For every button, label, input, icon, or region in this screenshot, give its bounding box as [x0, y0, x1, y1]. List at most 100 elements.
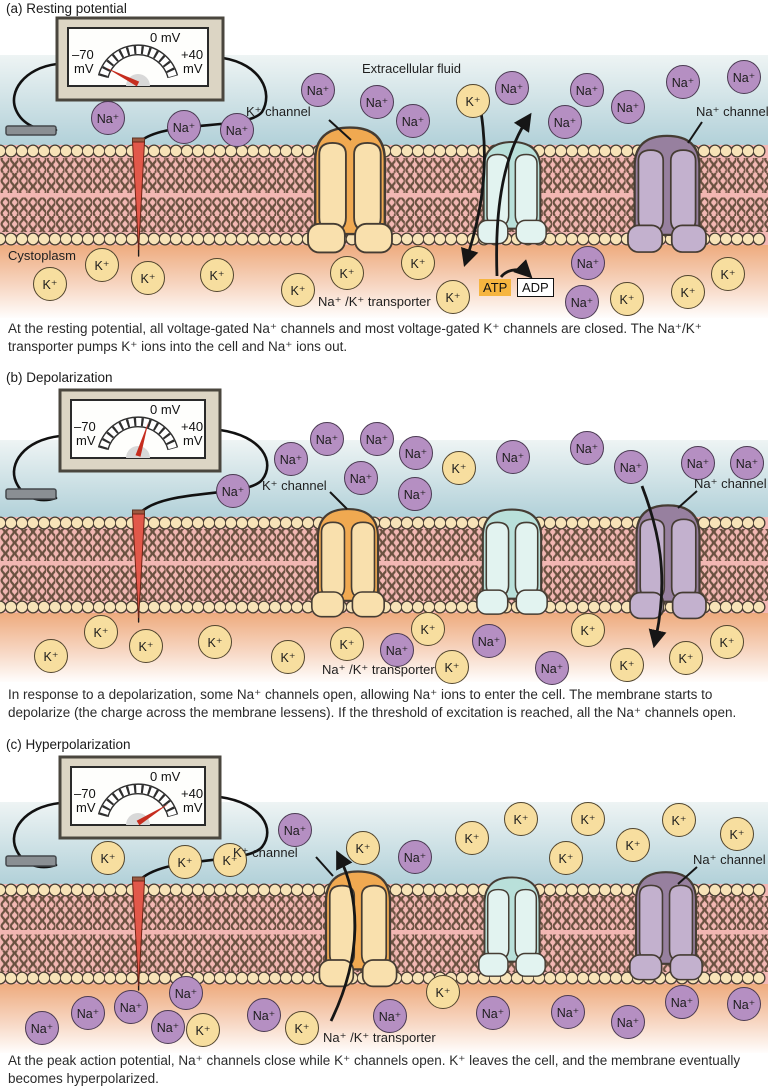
- sodium-channel-b: [628, 504, 708, 620]
- sodium-ion: Na⁺: [380, 633, 414, 667]
- potassium-ion: K⁺: [426, 975, 460, 1009]
- meter-b-neg-unit: mV: [76, 433, 96, 448]
- sodium-ion: Na⁺: [614, 450, 648, 484]
- sodium-out-arrow-a: [495, 112, 532, 277]
- cytoplasm-label: Cystoplasm: [8, 248, 76, 263]
- potassium-channel-b: [310, 507, 386, 618]
- na-channel-label-c: Na⁺ channel: [693, 852, 766, 867]
- potassium-ion: K⁺: [401, 246, 435, 280]
- potassium-ion: K⁺: [442, 451, 476, 485]
- potassium-ion: K⁺: [198, 625, 232, 659]
- potassium-out-arrow-c: [329, 850, 357, 1022]
- transporter-label-c: Na⁺ /K⁺ transporter: [323, 1030, 436, 1045]
- meter-c-neg-unit: mV: [76, 800, 96, 815]
- sodium-ion: Na⁺: [310, 422, 344, 456]
- potassium-ion: K⁺: [456, 84, 490, 118]
- sodium-ion: Na⁺: [548, 105, 582, 139]
- voltmeter-c: [58, 755, 222, 840]
- meter-needle-c: [136, 803, 169, 826]
- adp-label: ADP: [517, 278, 554, 297]
- sodium-ion: Na⁺: [727, 987, 761, 1021]
- meter-c-zero-label: 0 mV: [150, 769, 181, 784]
- meter-a-neg-label: –70: [72, 47, 94, 62]
- voltmeter-a: [55, 16, 225, 102]
- potassium-ion: K⁺: [436, 280, 470, 314]
- voltmeter-b: [58, 388, 222, 473]
- potassium-ion: K⁺: [411, 612, 445, 646]
- potassium-in-arrow-a: [461, 111, 486, 268]
- panel-c-caption: At the peak action potential, Na⁺ channe…: [8, 1053, 741, 1086]
- sodium-ion: Na⁺: [730, 446, 764, 480]
- panel-b-title: (b) Depolarization: [6, 370, 113, 385]
- sodium-ion: Na⁺: [247, 998, 281, 1032]
- sodium-ion: Na⁺: [114, 990, 148, 1024]
- k-channel-pointer-b: [329, 491, 348, 510]
- sodium-potassium-transporter-c: [477, 876, 547, 978]
- potassium-ion: K⁺: [285, 1011, 319, 1045]
- panel-a-title: (a) Resting potential: [6, 1, 127, 16]
- atp-label: ATP: [479, 279, 512, 296]
- microelectrode-a: [131, 141, 146, 251]
- reference-electrode-b: [5, 488, 57, 500]
- potassium-ion: K⁺: [669, 641, 703, 675]
- potassium-ion: K⁺: [85, 248, 119, 282]
- meter-c-pos-unit: mV: [183, 800, 203, 815]
- potassium-ion: K⁺: [186, 1013, 220, 1047]
- potassium-ion: K⁺: [610, 282, 644, 316]
- potassium-ion: K⁺: [330, 627, 364, 661]
- meter-c-pos-label: +40: [181, 786, 204, 801]
- sodium-ion: Na⁺: [496, 440, 530, 474]
- sodium-ion: Na⁺: [472, 624, 506, 658]
- na-channel-pointer-a: [687, 121, 703, 144]
- panel-c-title: (c) Hyperpolarization: [6, 737, 131, 752]
- potassium-ion: K⁺: [720, 817, 754, 851]
- sodium-ion: Na⁺: [611, 90, 645, 124]
- potassium-ion: K⁺: [91, 841, 125, 875]
- sodium-ion: Na⁺: [301, 73, 335, 107]
- na-channel-label-a: Na⁺ channel: [696, 104, 768, 119]
- potassium-ion: K⁺: [435, 650, 469, 684]
- sodium-in-arrow-b: [640, 485, 667, 649]
- meter-b-pos-unit: mV: [183, 433, 203, 448]
- potassium-ion: K⁺: [168, 845, 202, 879]
- needle-hub-c: [126, 813, 150, 825]
- meter-c-neg-label: –70: [74, 786, 96, 801]
- potassium-ion: K⁺: [346, 831, 380, 865]
- potassium-ion: K⁺: [571, 802, 605, 836]
- sodium-ion: Na⁺: [167, 110, 201, 144]
- extracellular-fluid-label: Extracellular fluid: [362, 61, 461, 76]
- sodium-ion: Na⁺: [495, 71, 529, 105]
- potassium-ion: K⁺: [213, 843, 247, 877]
- potassium-ion: K⁺: [710, 625, 744, 659]
- potassium-ion: K⁺: [33, 267, 67, 301]
- sodium-ion: Na⁺: [360, 422, 394, 456]
- meter-b-neg-label: –70: [74, 419, 96, 434]
- potassium-ion: K⁺: [504, 802, 538, 836]
- potassium-ion: K⁺: [330, 256, 364, 290]
- potassium-ion: K⁺: [610, 648, 644, 682]
- sodium-ion: Na⁺: [71, 996, 105, 1030]
- sodium-channel-a: [626, 134, 708, 254]
- na-channel-label-b: Na⁺ channel: [694, 476, 767, 491]
- sodium-ion: Na⁺: [570, 73, 604, 107]
- microelectrode-c: [131, 880, 146, 987]
- meter-needle-b: [135, 421, 149, 457]
- sodium-ion: Na⁺: [399, 436, 433, 470]
- panel-b-caption: In response to a depolarization, some Na…: [8, 687, 737, 720]
- sodium-ion: Na⁺: [666, 65, 700, 99]
- sodium-ion: Na⁺: [727, 60, 761, 94]
- sodium-ion: Na⁺: [278, 813, 312, 847]
- sodium-ion: Na⁺: [681, 446, 715, 480]
- potassium-ion: K⁺: [662, 803, 696, 837]
- transporter-label-b: Na⁺ /K⁺ transporter: [322, 662, 435, 677]
- sodium-ion: Na⁺: [25, 1011, 59, 1045]
- panel-a-caption: At the resting potential, all voltage-ga…: [8, 321, 702, 354]
- sodium-ion: Na⁺: [565, 285, 599, 319]
- electrode-assembly-b: [5, 428, 269, 623]
- transporter-label-a: Na⁺ /K⁺ transporter: [318, 294, 431, 309]
- sodium-ion: Na⁺: [220, 113, 254, 147]
- meter-b-pos-label: +40: [181, 419, 204, 434]
- meter-needle-a: [105, 67, 140, 87]
